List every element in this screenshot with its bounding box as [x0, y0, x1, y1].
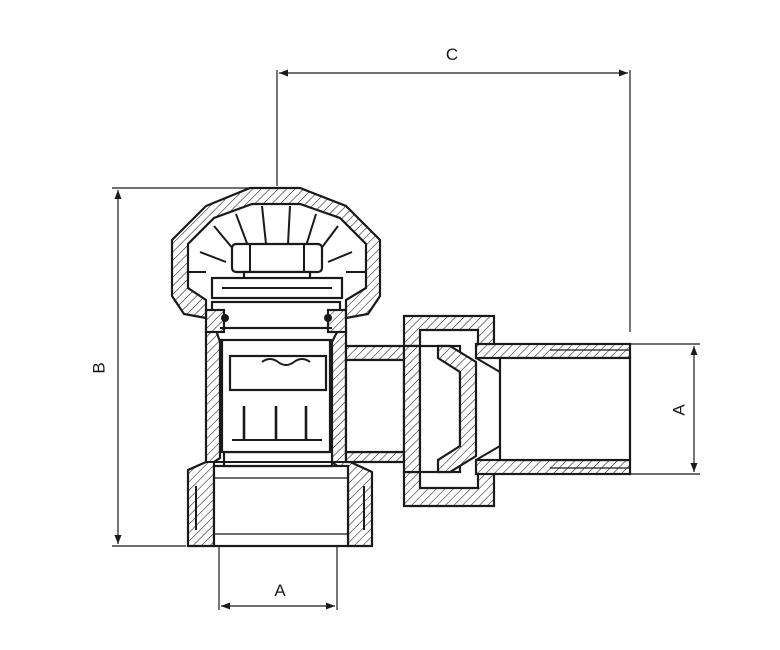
dimension-label-a-right: A [669, 404, 688, 416]
valve-seat [222, 450, 334, 468]
spring-icon [261, 358, 311, 366]
side-outlet [344, 314, 632, 508]
tailpiece-shoulder [436, 344, 478, 474]
dimension-label-c: C [446, 45, 458, 64]
dimension-label-b: B [89, 362, 108, 373]
outlet-passage [344, 358, 406, 454]
dimension-a-right: A [630, 343, 700, 475]
stem-pins [232, 406, 322, 441]
packing-gland [210, 300, 342, 330]
o-ring-left [221, 314, 229, 322]
dimension-c: C [276, 45, 631, 332]
lock-nut [230, 242, 324, 274]
o-ring-right [324, 314, 332, 322]
cap-shell [170, 186, 382, 320]
protective-cap [170, 186, 382, 320]
cap-ribs [199, 205, 353, 263]
dimension-label-a-bottom: A [274, 581, 286, 600]
bottom-thread-lines [195, 477, 365, 535]
union-nut-top [402, 314, 496, 348]
dimension-a-bottom: A [218, 546, 338, 610]
union-nut-bottom [402, 470, 496, 508]
tailpiece-wall-bottom [474, 458, 632, 476]
tailpiece-bore [498, 356, 632, 462]
tailpiece-thread-lines [550, 349, 630, 469]
dimension-b: B [89, 187, 255, 547]
outlet-neck-bottom [344, 450, 406, 464]
valve-body [186, 300, 374, 548]
outlet-neck-top [344, 344, 406, 362]
tailpiece-wall-top [474, 342, 632, 360]
union-seal-ring [402, 344, 422, 474]
